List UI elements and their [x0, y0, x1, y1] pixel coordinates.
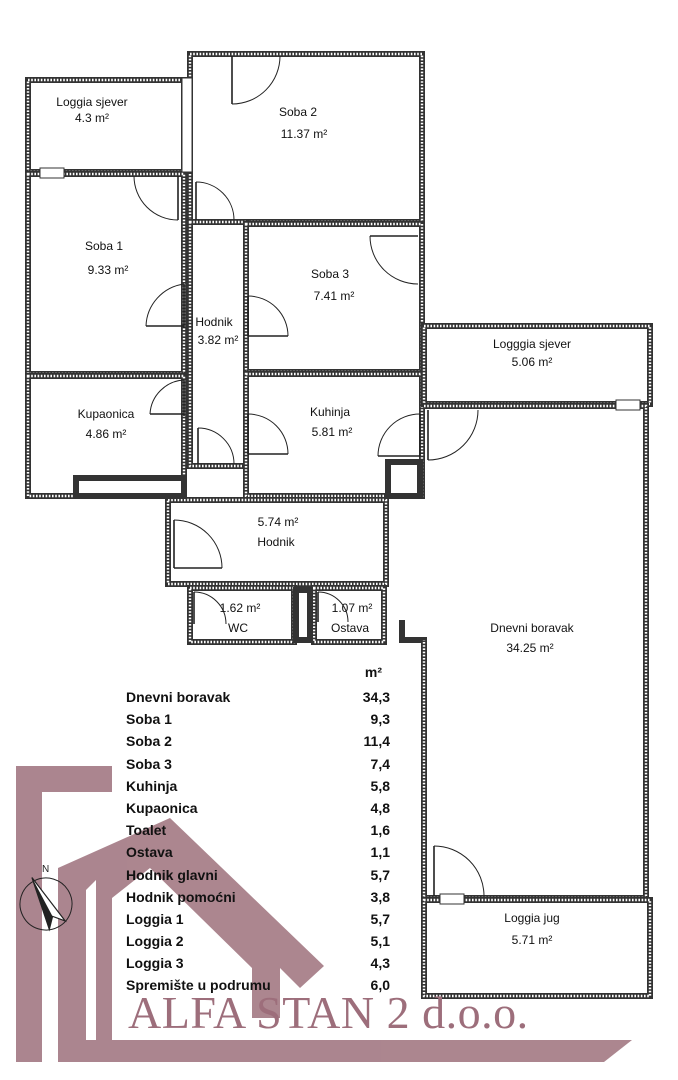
- room-area: 5.81 m²: [312, 425, 353, 439]
- room-name: Loggia sjever: [56, 95, 127, 109]
- area-table-row: Kupaonica 4,8: [126, 797, 390, 819]
- area-table-row: Toalet 1,6: [126, 819, 390, 841]
- area-row-value: 11,4: [363, 733, 390, 750]
- room-name: Loggia jug: [504, 911, 559, 925]
- area-row-value: 6,0: [370, 977, 390, 994]
- area-row-name: Hodnik pomoćni: [126, 888, 236, 905]
- room-area: 7.41 m²: [314, 289, 355, 303]
- area-table-row: Soba 1 9,3: [126, 708, 390, 730]
- doors: [133, 55, 485, 897]
- room-name: Soba 3: [311, 267, 349, 281]
- area-table-row: Loggia 1 5,7: [126, 908, 390, 930]
- area-row-value: 4,3: [370, 955, 390, 972]
- room-area: 11.37 m²: [281, 127, 327, 141]
- area-table-row: Spremište u podrumu 6,0: [126, 974, 390, 996]
- room-area: 1.62 m²: [220, 601, 261, 615]
- unit-header: m²: [364, 664, 382, 680]
- room-labels: Loggia sjever 4.3 m² Soba 2 11.37 m² Sob…: [56, 95, 574, 947]
- room-name: Kuhinja: [310, 405, 350, 419]
- room-area: 5.06 m²: [512, 355, 553, 369]
- area-row-name: Ostava: [126, 844, 173, 861]
- area-row-value: 7,4: [370, 755, 390, 772]
- area-row-name: Loggia 3: [126, 955, 184, 972]
- room-area: 5.71 m²: [512, 933, 553, 947]
- room-area: 5.74 m²: [258, 515, 299, 529]
- room-area: 4.86 m²: [86, 427, 127, 441]
- area-table-row: Soba 2 11,4: [126, 730, 390, 752]
- area-row-name: Kuhinja: [126, 777, 178, 794]
- room-area: 3.82 m²: [198, 333, 239, 347]
- room-area: 1.07 m²: [332, 601, 373, 615]
- area-row-value: 5,7: [370, 910, 390, 927]
- area-row-value: 1,1: [370, 844, 390, 861]
- room-name: Ostava: [331, 621, 369, 635]
- area-table-row: Ostava 1,1: [126, 841, 390, 863]
- area-row-value: 5,7: [370, 866, 390, 883]
- room-name: Soba 2: [279, 105, 317, 119]
- area-row-name: Soba 2: [126, 733, 172, 750]
- area-row-value: 1,6: [370, 822, 390, 839]
- room-name: Logggia sjever: [493, 337, 571, 351]
- room-name: Kupaonica: [78, 407, 135, 421]
- room-name: Dnevni boravak: [490, 621, 574, 635]
- logo-text: ALFA STAN 2 d.o.o.: [128, 987, 529, 1038]
- area-row-value: 5,1: [370, 933, 390, 950]
- area-table-row: Loggia 2 5,1: [126, 930, 390, 952]
- room-area: 4.3 m²: [75, 111, 109, 125]
- walls: [25, 51, 653, 999]
- logo-house-icon: [16, 766, 632, 1062]
- area-row-name: Soba 1: [126, 711, 172, 728]
- area-row-name: Soba 3: [126, 755, 172, 772]
- area-table-row: Loggia 3 4,3: [126, 952, 390, 974]
- area-row-value: 9,3: [370, 711, 390, 728]
- area-row-value: 5,8: [370, 777, 390, 794]
- windows: [39, 77, 641, 905]
- room-area: 9.33 m²: [88, 263, 129, 277]
- area-table-row: Hodnik pomoćni 3,8: [126, 886, 390, 908]
- room-name: Soba 1: [85, 239, 123, 253]
- area-row-name: Loggia 1: [126, 910, 184, 927]
- area-table-row: Kuhinja 5,8: [126, 775, 390, 797]
- area-row-name: Loggia 2: [126, 933, 184, 950]
- area-row-name: Hodnik glavni: [126, 866, 218, 883]
- area-row-name: Toalet: [126, 822, 167, 839]
- area-row-value: 4,8: [370, 799, 390, 816]
- area-row-value: 34,3: [362, 689, 390, 705]
- area-row-name: Spremište u podrumu: [126, 977, 271, 994]
- area-row-value: 3,8: [370, 888, 390, 905]
- room-area: 34.25 m²: [506, 641, 553, 655]
- area-table-row: Dnevni boravak 34,3: [126, 686, 390, 708]
- area-row-name: Kupaonica: [126, 799, 198, 816]
- room-name: Hodnik: [257, 535, 295, 549]
- room-name: Hodnik: [195, 315, 233, 329]
- area-table-row: Hodnik glavni 5,7: [126, 864, 390, 886]
- svg-text:N: N: [42, 864, 49, 875]
- room-name: WC: [228, 621, 248, 635]
- compass-icon: N: [19, 864, 73, 932]
- area-table-row: Soba 3 7,4: [126, 753, 390, 775]
- area-row-name: Dnevni boravak: [126, 689, 231, 705]
